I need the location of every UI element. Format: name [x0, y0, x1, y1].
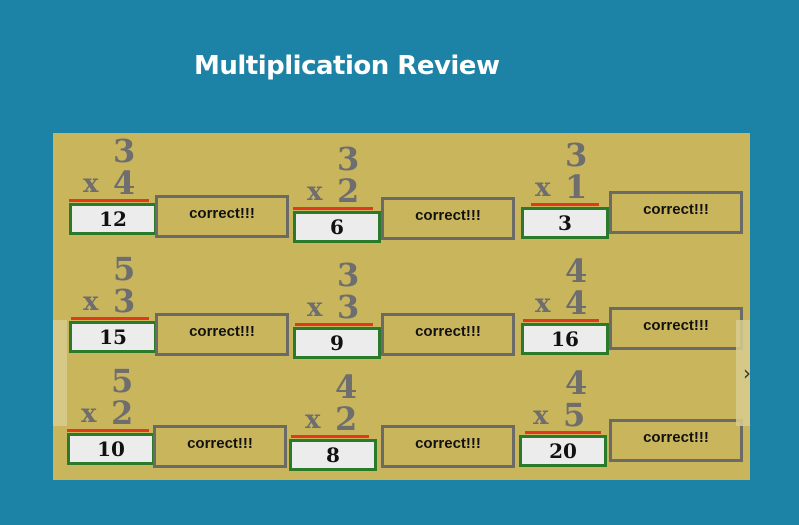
times-sign: x — [83, 287, 99, 317]
feedback-box: correct!!! — [155, 195, 289, 238]
answer-input[interactable]: 16 — [521, 323, 609, 355]
answer-input[interactable]: 9 — [293, 327, 381, 359]
problem-card: 5 x 2 10 correct!!! — [65, 363, 295, 473]
feedback-box: correct!!! — [609, 191, 743, 234]
answer-input[interactable]: 3 — [521, 207, 609, 239]
page-title: Multiplication Review — [194, 51, 500, 81]
multiplier: 2 — [111, 394, 134, 432]
answer-input[interactable]: 6 — [293, 211, 381, 243]
feedback-box: correct!!! — [609, 307, 743, 350]
times-sign: x — [83, 169, 99, 199]
multiplicand: 5 — [113, 250, 136, 288]
feedback-box: correct!!! — [381, 197, 515, 240]
problem-underline — [293, 207, 373, 210]
answer-input[interactable]: 10 — [67, 433, 155, 465]
problem-underline — [71, 317, 149, 320]
answer-input[interactable]: 15 — [69, 321, 157, 353]
problem-underline — [525, 431, 601, 434]
multiplicand: 4 — [335, 368, 358, 406]
multiplicand: 3 — [337, 256, 360, 294]
multiplier: 4 — [113, 164, 136, 202]
multiplicand: 3 — [565, 136, 588, 174]
times-sign: x — [535, 173, 551, 203]
feedback-box: correct!!! — [609, 419, 743, 462]
problem-card: 3 x 2 6 correct!!! — [291, 141, 521, 251]
times-sign: x — [535, 289, 551, 319]
problem-card: 3 x 1 3 correct!!! — [519, 137, 749, 247]
chevron-right-icon[interactable]: › — [743, 361, 751, 385]
times-sign: x — [307, 293, 323, 323]
times-sign: x — [533, 401, 549, 431]
problem-underline — [291, 435, 369, 438]
multiplier: 1 — [565, 168, 588, 206]
next-nav-strip[interactable] — [736, 320, 750, 426]
multiplier: 5 — [563, 396, 586, 434]
problem-underline — [523, 319, 599, 322]
multiplicand: 3 — [113, 133, 136, 170]
multiplicand: 3 — [337, 140, 360, 178]
answer-input[interactable]: 8 — [289, 439, 377, 471]
multiplier: 4 — [565, 284, 588, 322]
problem-card: 5 x 3 15 correct!!! — [67, 251, 297, 361]
times-sign: x — [305, 405, 321, 435]
problem-card: 4 x 5 20 correct!!! — [517, 365, 747, 475]
feedback-box: correct!!! — [381, 425, 515, 468]
problem-card: 3 x 3 9 correct!!! — [291, 257, 521, 367]
feedback-box: correct!!! — [155, 313, 289, 356]
times-sign: x — [81, 399, 97, 429]
problem-underline — [69, 199, 149, 202]
problem-underline — [295, 323, 373, 326]
answer-input[interactable]: 20 — [519, 435, 607, 467]
problem-underline — [67, 429, 149, 432]
multiplicand: 4 — [565, 364, 588, 402]
problem-underline — [531, 203, 599, 206]
multiplicand: 4 — [565, 252, 588, 290]
prev-nav-strip[interactable] — [53, 320, 67, 426]
feedback-box: correct!!! — [381, 313, 515, 356]
feedback-box: correct!!! — [153, 425, 287, 468]
problem-card: 4 x 4 16 correct!!! — [519, 253, 749, 363]
answer-input[interactable]: 12 — [69, 203, 157, 235]
times-sign: x — [307, 177, 323, 207]
problem-card: 3 x 4 12 correct!!! — [67, 133, 297, 243]
multiplier: 2 — [337, 172, 360, 210]
multiplier: 3 — [337, 288, 360, 326]
multiplicand: 5 — [111, 362, 134, 400]
problem-card: 4 x 2 8 correct!!! — [289, 369, 519, 479]
multiplier: 2 — [335, 400, 358, 438]
multiplier: 3 — [113, 282, 136, 320]
worksheet-board: 3 x 4 12 correct!!! 3 x 2 6 correct!!! 3… — [53, 133, 750, 480]
